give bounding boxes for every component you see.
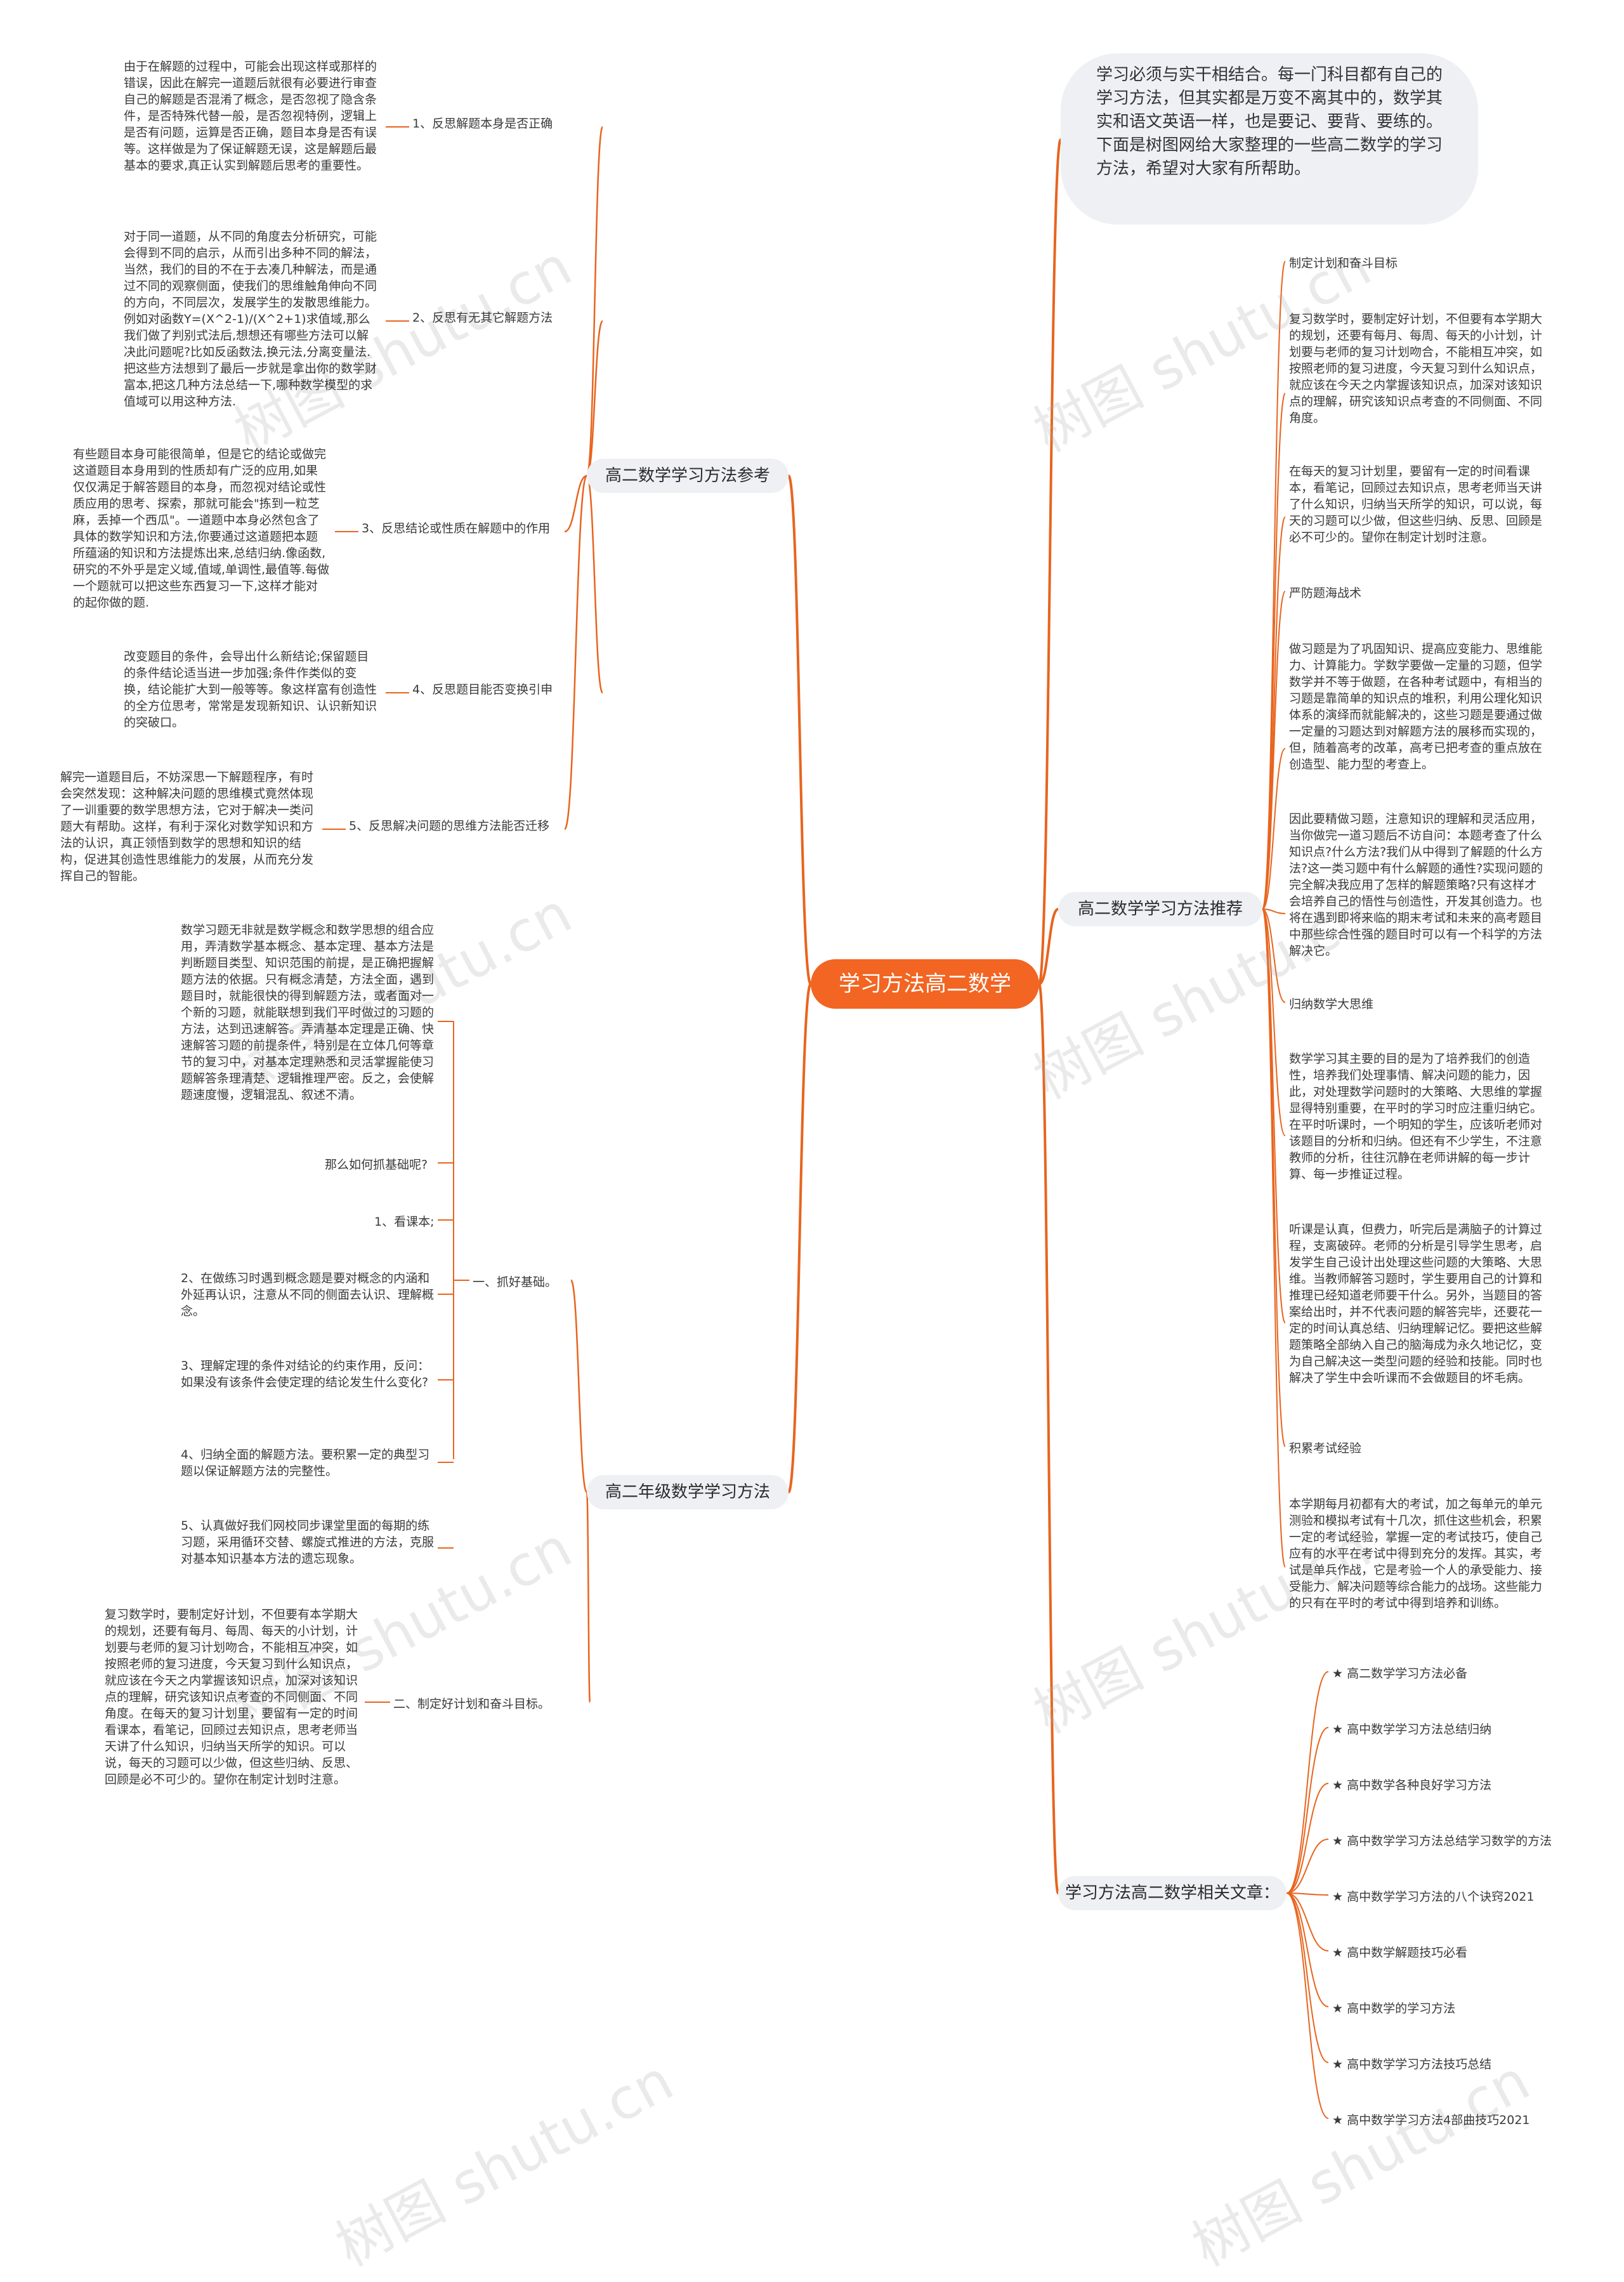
- reflect-3-text: 有些题目本身可能很简单，但是它的结论或做完这道题目本身用到的性质却有广泛的应用,…: [73, 447, 330, 610]
- rec-exam-text: 本学期每月初都有大的考试，加之每单元的单元测验和模拟考试有十几次，抓住这些机会，…: [1289, 1497, 1543, 1610]
- related-article-link[interactable]: ★ 高中数学的学习方法: [1332, 2002, 1456, 2016]
- related-article-link[interactable]: ★ 高中数学学习方法技巧总结: [1332, 2057, 1492, 2071]
- rec-sea-label[interactable]: 严防题海战术: [1289, 586, 1362, 600]
- connector: [564, 475, 587, 533]
- reflect-2-label[interactable]: 2、反思有无其它解题方法: [412, 311, 553, 325]
- connector: [563, 475, 588, 830]
- rec-exam-label[interactable]: 积累考试经验: [1289, 1441, 1362, 1455]
- rec-thinking-text-1: 数学学习其主要的目的是为了培养我们的创造性，培养我们处理事情、解决问题的能力，因…: [1289, 1052, 1543, 1181]
- basics-label[interactable]: 一、抓好基础。: [473, 1275, 558, 1289]
- connector: [586, 126, 604, 477]
- connector: [1286, 1892, 1329, 1951]
- connector: [1262, 591, 1286, 910]
- connector: [586, 475, 604, 694]
- connector: [1286, 1892, 1329, 2007]
- connector: [1262, 261, 1286, 910]
- connector: [1262, 908, 1286, 1003]
- reflect-1-label[interactable]: 1、反思解题本身是否正确: [412, 117, 553, 131]
- related-article-link[interactable]: ★ 高中数学学习方法4部曲技巧2021: [1332, 2113, 1530, 2127]
- connector: [570, 1279, 588, 1493]
- basics-intro-text: 数学习题无非就是数学概念和数学思想的组合应用，弄清数学基本概念、基本定理、基本方…: [181, 923, 435, 1102]
- intro-bubble[interactable]: 学习必须与实干相结合。每一门科目都有自己的学习方法，但其实都是万变不离其中的，数…: [1061, 53, 1478, 225]
- basics-step-1: 1、看课本;: [374, 1215, 435, 1229]
- plan-goal-label[interactable]: 二、制定好计划和奋斗目标。: [393, 1697, 551, 1711]
- connector: [1038, 138, 1062, 985]
- connector: [1262, 908, 1286, 1568]
- branch-recommended-methods[interactable]: 高二数学学习方法推荐: [1058, 892, 1262, 926]
- connector: [1262, 908, 1286, 1136]
- basics-question: 那么如何抓基础呢?: [325, 1158, 428, 1172]
- related-article-link[interactable]: ★ 高中数学解题技巧必看: [1332, 1946, 1468, 1960]
- connector: [1286, 1892, 1329, 2063]
- related-article-link[interactable]: ★ 高中数学学习方法总结学习数学的方法: [1332, 1834, 1552, 1848]
- connector: [586, 1491, 591, 1703]
- connector: [1262, 908, 1286, 1447]
- connector: [1286, 1783, 1329, 1894]
- related-article-link[interactable]: ★ 高中数学学习方法总结归纳: [1332, 1722, 1492, 1736]
- mindmap-canvas: 树图 shutu.cn 树图 shutu.cn 树图 shutu.cn 树图 s…: [60, 53, 1552, 2279]
- connector: [1286, 1839, 1329, 1894]
- reflect-1-text: 由于在解题的过程中，可能会出现这样或那样的错误，因此在解完一道题后就很有必要进行…: [124, 60, 377, 173]
- rec-plan-text-1: 复习数学时，要制定好计划，不但要有本学期大的规划，还要有每月、每周、每天的小计划…: [1289, 312, 1543, 425]
- connector: [1286, 1892, 1329, 1896]
- reflect-5-label[interactable]: 5、反思解决问题的思维方法能否迁移: [349, 819, 550, 833]
- connector: [586, 320, 604, 477]
- branch-related-articles[interactable]: 学习方法高二数学相关文章：: [1058, 1876, 1287, 1910]
- rec-sea-text-1: 做习题是为了巩固知识、提高应变能力、思维能力、计算能力。学数学要做一定量的习题，…: [1289, 642, 1543, 771]
- related-article-link[interactable]: ★ 高中数学学习方法的八个诀窍2021: [1332, 1890, 1535, 1904]
- related-article-link[interactable]: ★ 高二数学学习方法必备: [1332, 1667, 1468, 1681]
- connector-lines: [322, 126, 1329, 2119]
- reflect-4-label[interactable]: 4、反思题目能否变换引申: [412, 683, 553, 697]
- connector: [1038, 983, 1059, 1894]
- connector: [787, 983, 812, 1493]
- root-topic[interactable]: 学习方法高二数学: [811, 959, 1039, 1009]
- connector: [1286, 1727, 1329, 1894]
- rec-sea-text-2: 因此要精做习题，注意知识的理解和灵活应用，当你做完一道习题后不访自问：本题考查了…: [1289, 812, 1543, 958]
- basics-step-4: 4、归纳全面的解题方法。要积累一定的典型习题以保证解题方法的完整性。: [181, 1448, 430, 1478]
- connector: [1262, 908, 1286, 914]
- rec-plan-label[interactable]: 制定计划和奋斗目标: [1289, 256, 1398, 270]
- connector: [1038, 908, 1059, 985]
- connector: [1262, 748, 1286, 910]
- reflect-5-text: 解完一道题目后，不妨深思一下解题程序，有时会突然发现：这种解决问题的思维模式竟然…: [60, 770, 314, 883]
- basics-step-2: 2、在做练习时遇到概念题是要对概念的内涵和外延再认识，注意从不同的侧面去认识、理…: [181, 1271, 435, 1318]
- connector: [1286, 1671, 1329, 1894]
- rec-thinking-text-2: 听课是认真，但费力，听完后是满脑子的计算过程，支离破碎。老师的分析是引导学生思考…: [1289, 1223, 1543, 1385]
- reflect-4-text: 改变题目的条件，会导出什么新结论;保留题目的条件结论适当进一步加强;条件作类似的…: [124, 650, 377, 730]
- branch-grade-two-methods[interactable]: 高二年级数学学习方法: [587, 1475, 789, 1509]
- plan-goal-text: 复习数学时，要制定好计划，不但要有本学期大的规划，还要有每月、每周、每天的小计划…: [105, 1608, 358, 1787]
- rec-plan-text-2: 在每天的复习计划里，要留有一定的时间看课本，看笔记，回顾过去知识点，思考老师当天…: [1289, 464, 1543, 544]
- rec-thinking-label[interactable]: 归纳数学大思维: [1289, 997, 1374, 1011]
- connector: [1286, 1892, 1329, 2119]
- basics-step-3: 3、理解定理的条件对结论的约束作用，反问：如果没有该条件会使定理的结论发生什么变…: [181, 1359, 430, 1389]
- connector: [787, 475, 812, 985]
- reflect-2-text: 对于同一道题，从不同的角度去分析研究，可能会得到不同的启示，从而引出多种不同的解…: [124, 230, 377, 409]
- reflect-3-label[interactable]: 3、反思结论或性质在解题中的作用: [362, 521, 551, 535]
- branch-reference-methods[interactable]: 高二数学学习方法参考: [587, 459, 789, 493]
- basics-step-5: 5、认真做好我们网校同步课堂里面的每期的练习题，采用循环交替、螺旋式推进的方法，…: [181, 1519, 435, 1566]
- related-article-link[interactable]: ★ 高中数学各种良好学习方法: [1332, 1778, 1492, 1792]
